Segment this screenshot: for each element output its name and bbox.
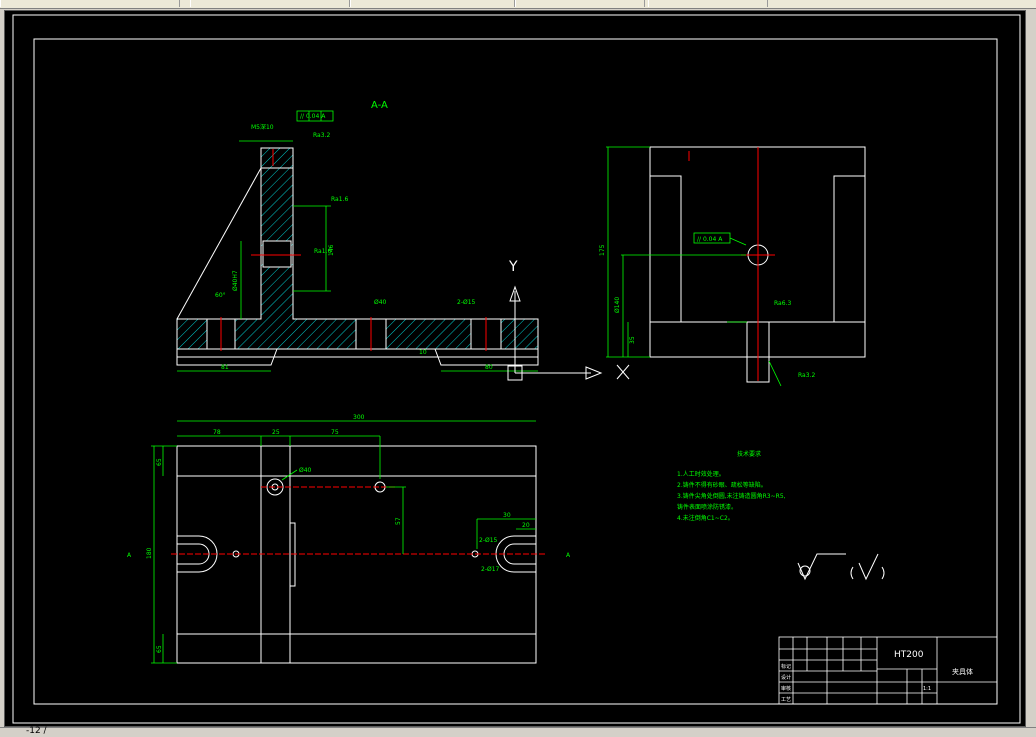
dim-75: 75 <box>331 429 339 436</box>
plan-centerlines <box>171 486 546 555</box>
dim-phi15: 2-Ø15 <box>479 537 498 544</box>
ra-32: Ra3.2 <box>313 132 330 139</box>
section-dim-text: M5深10 // 0.04 A Ra3.2 Ra1.6 Ra1.6 146 Ø4… <box>215 113 493 371</box>
tol-frame-1: // 0.04 A <box>300 113 326 120</box>
technical-notes: 技术要求 1.人工时效处理。 2.铸件不得有砂眼、疏松等缺陷。 3.铸件尖角处倒… <box>677 450 786 522</box>
section-arrow-icon <box>616 364 630 380</box>
dim-35: 35 <box>629 336 636 344</box>
dim-phi140: Ø140 <box>614 297 621 313</box>
command-line[interactable]: -12 / <box>26 726 47 736</box>
title-block-labels: 标记 设计 审核 工艺 1:1 <box>781 663 931 703</box>
angle-60: 60° <box>215 292 226 299</box>
side-dim-text: 175 Ø140 35 // 0.04 A Ra6.3 Ra3.2 <box>599 236 815 379</box>
tol-frame-2: // 0.04 A <box>697 236 723 243</box>
side-dims <box>606 146 782 387</box>
status-bar: -12 / <box>0 726 1036 737</box>
dim-20: 20 <box>522 522 530 529</box>
tb-row: 审核 <box>781 685 791 692</box>
dim-57: 57 <box>395 517 402 525</box>
part-name: 夹具体 <box>952 667 973 676</box>
section-view <box>176 147 539 366</box>
title-block <box>778 636 998 705</box>
tb-row: 设计 <box>781 674 791 681</box>
dim-25: 25 <box>272 429 280 436</box>
notes-line: 铸件表面喷涂防锈漆。 <box>677 503 737 511</box>
ucs-icon <box>507 285 603 381</box>
dim-phi40-plan: Ø40 <box>299 467 312 474</box>
dim-phi40h7: Ø40H7 <box>232 270 239 291</box>
tb-row: 工艺 <box>781 697 791 703</box>
section-dims <box>177 110 538 372</box>
notes-line: 1.人工时效处理。 <box>677 470 725 478</box>
cad-drawing: A-A M5深10 // 0.04 A Ra3.2 <box>12 14 1021 724</box>
plan-dim-text: 300 78 25 75 65 180 65 57 30 20 Ø40 2-Ø1… <box>127 414 571 653</box>
dim-180: 180 <box>146 547 153 559</box>
toolbar-cell[interactable] <box>515 0 645 7</box>
material: HT200 <box>894 650 924 660</box>
dim-phi17: 2-Ø17 <box>481 566 500 573</box>
toolbar <box>0 0 1036 9</box>
dim-65-top: 65 <box>156 458 163 466</box>
axis-y: Y <box>508 259 518 275</box>
dim-phi15-top: 2-Ø15 <box>457 299 476 306</box>
inner-frame <box>33 38 998 705</box>
toolbar-cell[interactable] <box>0 0 180 7</box>
plan-dims <box>151 420 536 664</box>
dim-10: 10 <box>419 349 427 356</box>
notes-title: 技术要求 <box>737 450 761 458</box>
toolbar-cell[interactable] <box>190 0 350 7</box>
notes-line: 3.铸件尖角处倒圆,未注铸造圆角R3~R5, <box>677 492 786 500</box>
vertical-scrollbar[interactable] <box>1027 10 1036 727</box>
ra-32b: Ra3.2 <box>798 372 815 379</box>
side-centerlines <box>688 147 775 381</box>
dim-146: 146 <box>328 244 335 256</box>
dim-30: 30 <box>503 512 511 519</box>
dim-300: 300 <box>353 414 365 421</box>
roughness-symbol <box>797 553 885 581</box>
dim-phi40-top: Ø40 <box>374 299 387 306</box>
tb-row: 标记 <box>781 663 791 670</box>
outer-frame <box>12 14 1021 724</box>
section-mark-left: A <box>127 552 132 559</box>
dim-65-bottom: 65 <box>156 645 163 653</box>
notes-line: 4.未注倒角C1~C2。 <box>677 514 734 522</box>
notes-line: 2.铸件不得有砂眼、疏松等缺陷。 <box>677 481 767 489</box>
ra-16b: Ra1.6 <box>314 248 331 255</box>
dim-175: 175 <box>599 244 606 256</box>
ra-63: Ra6.3 <box>774 300 791 307</box>
tb-scale: 1:1 <box>923 686 931 692</box>
toolbar-cell[interactable] <box>648 0 768 7</box>
ra-16a: Ra1.6 <box>331 196 348 203</box>
section-mark-right: A <box>566 552 571 559</box>
dim-81: 81 <box>221 364 229 371</box>
drawing-canvas[interactable]: A-A M5深10 // 0.04 A Ra3.2 <box>4 10 1026 727</box>
view-title: A-A <box>371 100 388 111</box>
dim-m5: M5深10 <box>251 123 274 131</box>
dim-80: 80 <box>485 364 493 371</box>
toolbar-cell[interactable] <box>350 0 515 7</box>
dim-78: 78 <box>213 429 221 436</box>
